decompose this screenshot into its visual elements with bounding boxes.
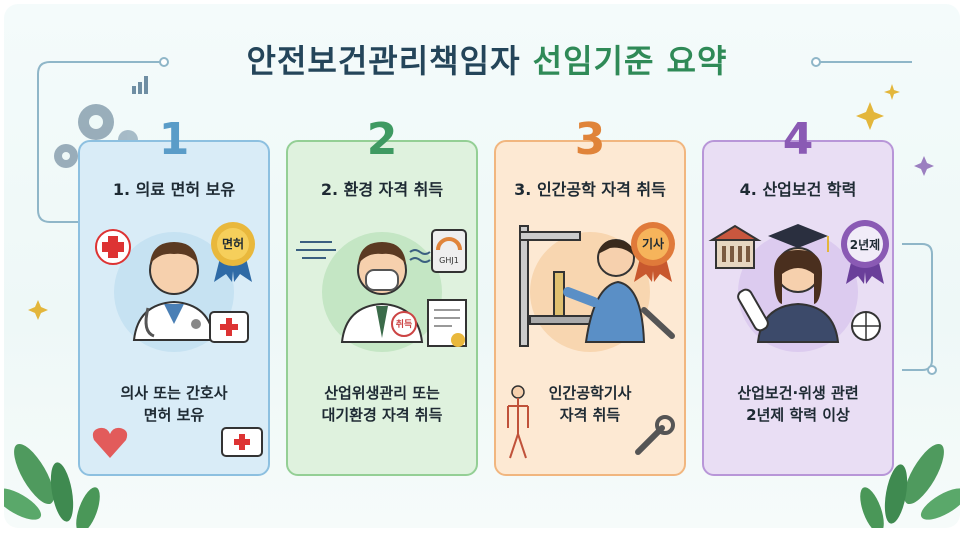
stamp-label: 취득 bbox=[395, 320, 413, 330]
desc-line-2: 2년제 학력 이상 bbox=[746, 406, 850, 424]
card-heading: 3. 인간공학 자격 취득 bbox=[514, 180, 666, 199]
first-aid-kit-icon bbox=[221, 427, 263, 457]
ribbon-badge-icon bbox=[631, 222, 675, 282]
card-number: 2 bbox=[366, 114, 398, 165]
card-description: 산업보건·위생 관련 2년제 학력 이상 bbox=[702, 382, 894, 426]
heart-icon bbox=[92, 427, 128, 458]
card-number: 4 bbox=[782, 114, 814, 165]
ribbon-badge-icon bbox=[211, 222, 255, 282]
badge-label: 2년제 bbox=[849, 238, 881, 252]
card-heading: 1. 의료 면허 보유 bbox=[112, 180, 236, 199]
badge-label: 기사 bbox=[641, 237, 665, 251]
engineer-icon bbox=[519, 225, 675, 352]
page-title: 안전보건관리책임자 선임기준 요약 bbox=[4, 36, 960, 82]
meter-label: GHJ1 bbox=[439, 256, 459, 265]
graduate-icon bbox=[708, 224, 881, 352]
badge-label: 면허 bbox=[221, 237, 245, 251]
desc-line-1: 산업위생관리 또는 bbox=[324, 384, 440, 402]
desc-line-2: 자격 취득 bbox=[559, 406, 621, 424]
card-description: 인간공학기사 자격 취득 bbox=[494, 382, 686, 426]
card-description: 의사 또는 간호사 면허 보유 bbox=[78, 382, 270, 426]
connector-lines bbox=[4, 57, 960, 528]
title-part2: 선임기준 요약 bbox=[532, 42, 728, 80]
leaf-decoration bbox=[4, 443, 100, 528]
card-number: 3 bbox=[574, 114, 606, 165]
card-number: 1 bbox=[158, 114, 190, 165]
desc-line-2: 대기환경 자격 취득 bbox=[321, 406, 443, 424]
wrench-icon bbox=[635, 415, 675, 455]
desc-line-1: 인간공학기사 bbox=[548, 384, 632, 402]
desc-line-1: 의사 또는 간호사 bbox=[120, 384, 228, 402]
ribbon-badge-icon bbox=[841, 220, 889, 284]
skeleton-icon bbox=[507, 385, 529, 459]
card-heading: 4. 산업보건 학력 bbox=[739, 180, 857, 199]
leaf-decoration bbox=[860, 443, 960, 528]
desc-line-1: 산업보건·위생 관련 bbox=[737, 384, 859, 402]
doctor-icon bbox=[95, 229, 249, 352]
sparkle-icon bbox=[28, 84, 900, 320]
infographic-frame: 안전보건관리책임자 선임기준 요약 1 1. 의료 면허 보유 면허 의사 또는… bbox=[4, 4, 960, 528]
card-description: 산업위생관리 또는 대기환경 자격 취득 bbox=[286, 382, 478, 426]
desc-line-2: 면허 보유 bbox=[143, 406, 205, 424]
mask-worker-icon bbox=[296, 229, 467, 352]
title-part1: 안전보건관리책임자 bbox=[246, 42, 521, 80]
card-heading: 2. 환경 자격 취득 bbox=[320, 180, 444, 199]
